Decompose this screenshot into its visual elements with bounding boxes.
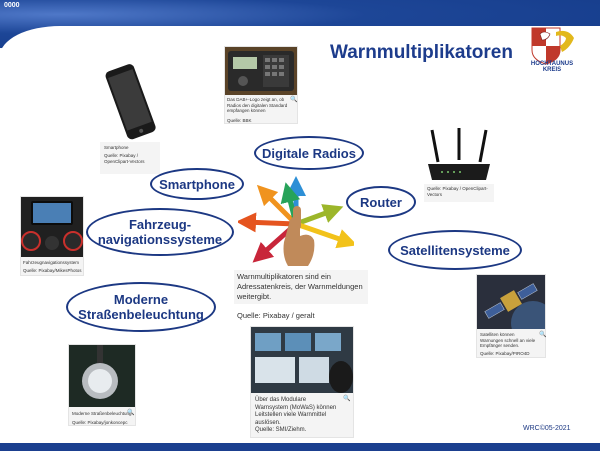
slide-number: 0000 — [4, 2, 20, 9]
satellite-card: Satelliten können Warnungen schnell an v… — [476, 274, 546, 358]
satellite-image — [477, 275, 545, 329]
radio-caption: Das DAB+-Logo zeigt an, ob Radios den di… — [227, 97, 288, 113]
oval-smartphone: Smartphone — [150, 168, 244, 200]
streetlight-source: Quelle: Pixabay/jonkoncepc — [72, 420, 128, 425]
zoom-icon[interactable]: 🔍 — [343, 396, 351, 402]
streetlight-image — [69, 345, 135, 407]
description-source: Quelle: Pixabay / geralt — [237, 311, 315, 320]
oval-label: Smartphone — [159, 176, 235, 192]
oval-satelliten: Satellitensysteme — [388, 230, 522, 270]
satellite-source: Quelle: Pixabay/PIRO4D — [480, 351, 530, 356]
arrows-hand-graphic — [238, 176, 354, 266]
oval-label: Digitale Radios — [262, 145, 356, 161]
oval-router: Router — [346, 186, 416, 218]
car-navigation-image — [21, 197, 83, 257]
footer-copyright: WRC©05-2021 — [523, 425, 571, 432]
radio-card: Das DAB+-Logo zeigt an, ob Radios den di… — [224, 46, 298, 124]
smartphone-card: Smartphone Quelle: Pixabay / OpenClipart… — [100, 62, 160, 174]
zoom-icon[interactable]: 🔍 — [290, 97, 298, 103]
router-image — [428, 128, 490, 180]
coat-of-arms-logo — [531, 27, 574, 65]
router-caption: Quelle: Pixabay / OpenClipart-Vectors — [427, 186, 488, 197]
oval-digitale-radios: Digitale Radios — [254, 136, 364, 170]
streetlight-card: Moderne Straßenbeleuchtung Quelle: Pixab… — [68, 344, 136, 426]
control-center-image — [251, 327, 353, 393]
smartphone-source: Quelle: Pixabay / OpenClipart-Vectors — [104, 153, 145, 164]
navigation-source: Quelle: Pixabay/MikesPhotos — [23, 268, 82, 273]
streetlight-caption: Moderne Straßenbeleuchtung — [72, 411, 132, 416]
oval-label: Router — [360, 194, 402, 210]
oval-label: Fahrzeug- navigationssysteme — [97, 217, 223, 247]
oval-label: Moderne Straßenbeleuchtung — [78, 292, 204, 322]
description-text: Warnmultiplikatoren sind ein Adressatenk… — [234, 270, 368, 304]
satellite-caption: Satelliten können Warnungen schnell an v… — [480, 332, 536, 348]
control-center-card: Über das Modulare Warnsystem (MoWaS) kön… — [250, 326, 354, 438]
smartphone-caption: Smartphone — [104, 145, 129, 150]
dab-radio-image — [225, 47, 297, 95]
control-center-caption: Über das Modulare Warnsystem (MoWaS) kön… — [255, 397, 337, 426]
smartphone-image — [105, 64, 156, 140]
logo-text: HOCHTAUNUS KREIS — [530, 61, 574, 73]
oval-strassen: Moderne Straßenbeleuchtung — [66, 282, 216, 332]
control-center-source: Quelle: SMI/Ziehm. — [255, 427, 307, 433]
navigation-card: Fahrzeugnavigationssystem Quelle: Pixaba… — [20, 196, 84, 276]
oval-label: Satellitensysteme — [400, 242, 510, 258]
zoom-icon[interactable]: 🔍 — [127, 410, 135, 416]
router-card: Quelle: Pixabay / OpenClipart-Vectors — [424, 126, 494, 202]
oval-fahrzeug: Fahrzeug- navigationssysteme — [86, 208, 234, 256]
radio-source: Quelle: BBK — [227, 118, 252, 123]
page-title: Warnmultiplikatoren — [330, 42, 513, 63]
footer-band — [0, 443, 600, 451]
zoom-icon[interactable]: 🔍 — [539, 332, 547, 338]
navigation-caption: Fahrzeugnavigationssystem — [23, 260, 80, 265]
